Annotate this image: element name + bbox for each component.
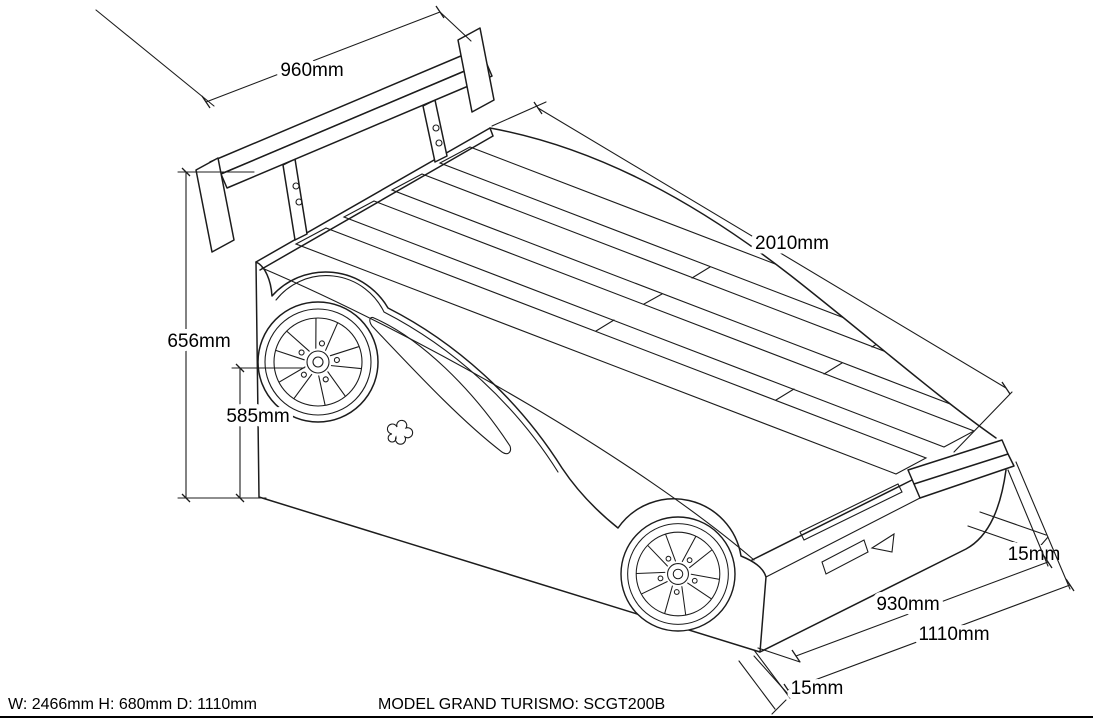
dim-front-lip-label: 15mm <box>791 678 844 699</box>
dim-spoiler-width-label: 960mm <box>280 60 343 81</box>
front-vent-strip <box>799 483 903 541</box>
front-vent <box>821 539 869 575</box>
dim-overall-width-label: 1110mm <box>918 624 989 645</box>
dimension-overall-width: 1110mm <box>753 461 1075 697</box>
spoiler-strut-left <box>282 158 308 241</box>
dimension-rear-height: 656mm <box>163 167 267 503</box>
spoiler-blade-face <box>220 61 493 189</box>
rear-wheel <box>257 301 379 423</box>
panel-thickness-line <box>275 275 559 473</box>
front-lip <box>907 439 1009 485</box>
front-vent-triangle <box>870 532 895 553</box>
dimension-spoiler-width: 960mm <box>95 5 472 109</box>
dimension-front-lip: 15mm <box>738 649 848 715</box>
dimension-front-inner-width: 930mm <box>757 469 1053 663</box>
dimension-side-height: 585mm <box>222 363 305 503</box>
dim-front-inner-width-label: 930mm <box>876 594 939 615</box>
car-body-side-panel <box>255 261 767 653</box>
dim-side-height-label: 585mm <box>226 406 289 427</box>
emblem-decal <box>386 419 414 445</box>
spoiler-endplate-right <box>457 27 495 113</box>
dimension-overall-length: 2010mm <box>491 101 1013 453</box>
footer-model-text: MODEL GRAND TURISMO: SCGT200B <box>378 696 665 713</box>
rear-spoiler <box>195 27 495 253</box>
front-wheel <box>620 516 736 632</box>
dim-overall-length-label: 2010mm <box>755 233 829 254</box>
dim-rear-height-label: 656mm <box>167 331 230 352</box>
front-fascia <box>751 439 1015 653</box>
dimension-side-lip: 15mm <box>967 511 1065 570</box>
footer: W: 2466mm H: 680mm D: 1110mm MODEL GRAND… <box>0 696 1093 718</box>
footer-size-summary: W: 2466mm H: 680mm D: 1110mm <box>8 696 257 713</box>
spoiler-endplate-left <box>195 157 235 253</box>
window-cutout <box>369 316 512 455</box>
dim-side-lip-label: 15mm <box>1008 544 1061 565</box>
inner-rail-line <box>261 267 755 561</box>
bed-slats <box>294 146 1000 475</box>
